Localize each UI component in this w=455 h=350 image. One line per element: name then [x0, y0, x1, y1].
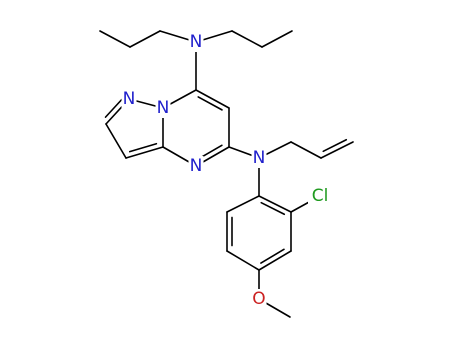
atom-label-n_pyrimidine: N: [190, 156, 203, 176]
bond-ar4-ar5: [226, 250, 260, 271]
bond-c3-c3a-inner: [128, 142, 158, 153]
bond-ar3-ar4: [258, 250, 292, 271]
atom-label-chlorine: Cl: [312, 186, 329, 206]
atom-n_pyrazole-bg: [121, 89, 137, 109]
atom-label-n_pyrazole: N: [123, 89, 136, 109]
bond-pl2-pl3: [129, 30, 161, 48]
atom-label-n_amine_top: N: [190, 32, 203, 52]
atom-oxygen-bg: [251, 289, 267, 309]
bond-c3-c3a: [125, 146, 164, 159]
bond-c7-c6: [195, 89, 230, 109]
atom-label-n_bridge: N: [157, 98, 170, 118]
atom-chlorine-bg: [308, 186, 332, 206]
atom-label-oxygen: O: [252, 289, 265, 309]
atom-n_amine_top-bg: [188, 32, 204, 52]
bond-pr2-pr3: [261, 30, 293, 48]
atom-label-n_aniline: N: [253, 148, 266, 168]
bond-ar1-ar2: [258, 195, 292, 213]
bond-layer: [99, 30, 354, 318]
bond-pr1-pr2: [231, 30, 263, 48]
bond-al1-al2: [290, 141, 322, 159]
bond-al2-al3-inner: [322, 138, 348, 153]
atom-n_pyrimidine-bg: [188, 156, 204, 176]
bond-n1-c2-inner: [104, 98, 123, 118]
bond-c7-c6-inner: [197, 96, 223, 111]
bond-al2-al3: [320, 141, 354, 159]
bond-ar3-ar4-inner: [260, 248, 285, 264]
atom-n_aniline-bg: [251, 148, 267, 168]
bond-pl1-pl2: [99, 30, 131, 48]
bond-ar1-ar2-inner: [260, 201, 286, 216]
atom-n_bridge-bg: [155, 98, 171, 118]
bond-ar6-ar1: [226, 195, 260, 213]
atom-layer: N N N N N ClO: [121, 32, 332, 309]
bond-c2-c3: [105, 123, 127, 159]
